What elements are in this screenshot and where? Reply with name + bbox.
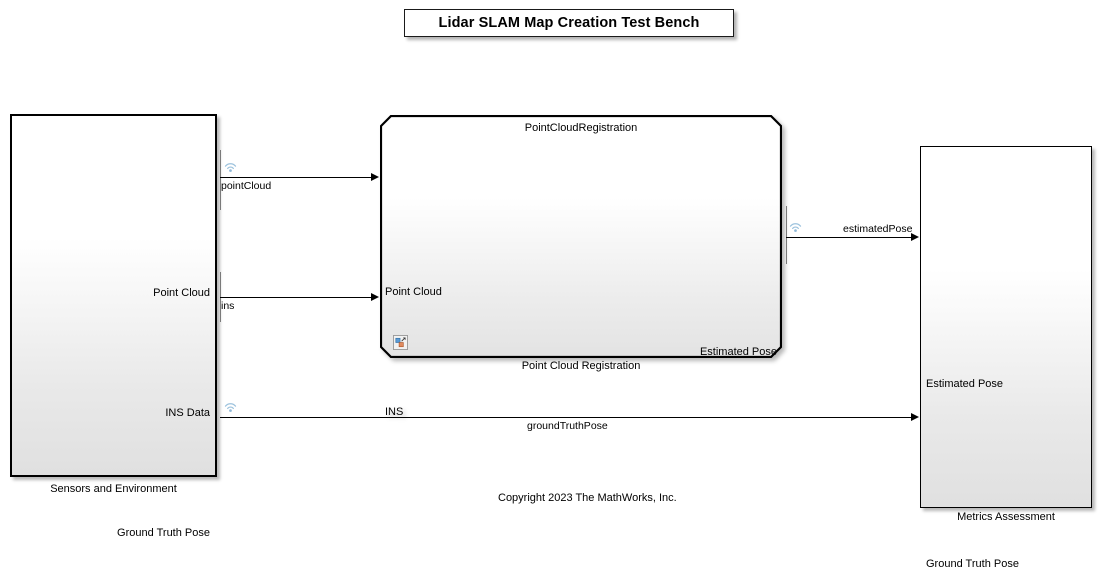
signal-logging-icon-point-cloud — [224, 163, 237, 172]
signal-arrow-ground-truth-pose — [911, 412, 919, 421]
caption-point-cloud-registration: Point Cloud Registration — [521, 360, 641, 372]
signal-arrow-ins — [371, 292, 379, 301]
copyright-text: Copyright 2023 The MathWorks, Inc. — [498, 492, 677, 504]
signal-arrow-point-cloud — [371, 172, 379, 181]
signal-stub-estimated-pose — [786, 206, 787, 264]
block-outline — [380, 115, 782, 358]
port-label-point-cloud-in: Point Cloud — [385, 286, 442, 298]
signal-label-estimated-pose: estimatedPose — [843, 223, 913, 235]
simulink-canvas: Lidar SLAM Map Creation Test Bench Point… — [10, 9, 1092, 570]
port-label-estimated-pose-out: Estimated Pose — [699, 346, 777, 358]
port-label-ground-truth-pose-in: Ground Truth Pose — [926, 558, 1019, 570]
signal-stub-point-cloud — [220, 150, 221, 210]
signal-logging-icon-estimated-pose — [789, 223, 802, 232]
caption-sensors-and-environment: Sensors and Environment — [50, 483, 177, 495]
block-point-cloud-registration[interactable]: PointCloudRegistration Point Cloud INS E… — [380, 115, 782, 418]
signal-label-point-cloud: pointCloud — [221, 180, 272, 192]
port-label-point-cloud-out: Point Cloud — [153, 287, 210, 299]
port-label-ground-truth-pose-out: Ground Truth Pose — [117, 527, 210, 539]
signal-label-ins: ins — [221, 300, 235, 312]
block-metrics-assessment[interactable]: Estimated Pose Ground Truth Pose — [920, 146, 1092, 570]
signal-label-ground-truth-pose: groundTruthPose — [527, 420, 608, 432]
signal-logging-icon-ground-truth-pose — [224, 403, 237, 412]
signal-line-ground-truth-pose — [220, 417, 912, 418]
block-sensors-and-environment[interactable]: Point Cloud INS Data Ground Truth Pose — [10, 114, 217, 539]
model-title-banner: Lidar SLAM Map Creation Test Bench — [404, 9, 734, 37]
block-inner-title-point-cloud-registration: PointCloudRegistration — [524, 122, 638, 134]
signal-arrow-estimated-pose — [911, 232, 919, 241]
model-title-text: Lidar SLAM Map Creation Test Bench — [438, 15, 700, 31]
model-reference-badge-icon — [393, 335, 408, 350]
signal-line-ins — [220, 297, 372, 298]
caption-metrics-assessment: Metrics Assessment — [957, 511, 1055, 523]
signal-line-estimated-pose — [786, 237, 912, 238]
block-body-fill — [380, 115, 782, 358]
signal-line-point-cloud — [220, 177, 372, 178]
port-label-estimated-pose-in: Estimated Pose — [926, 378, 1004, 390]
port-label-ins-in: INS — [385, 406, 404, 418]
port-label-ins-data-out: INS Data — [165, 407, 210, 419]
